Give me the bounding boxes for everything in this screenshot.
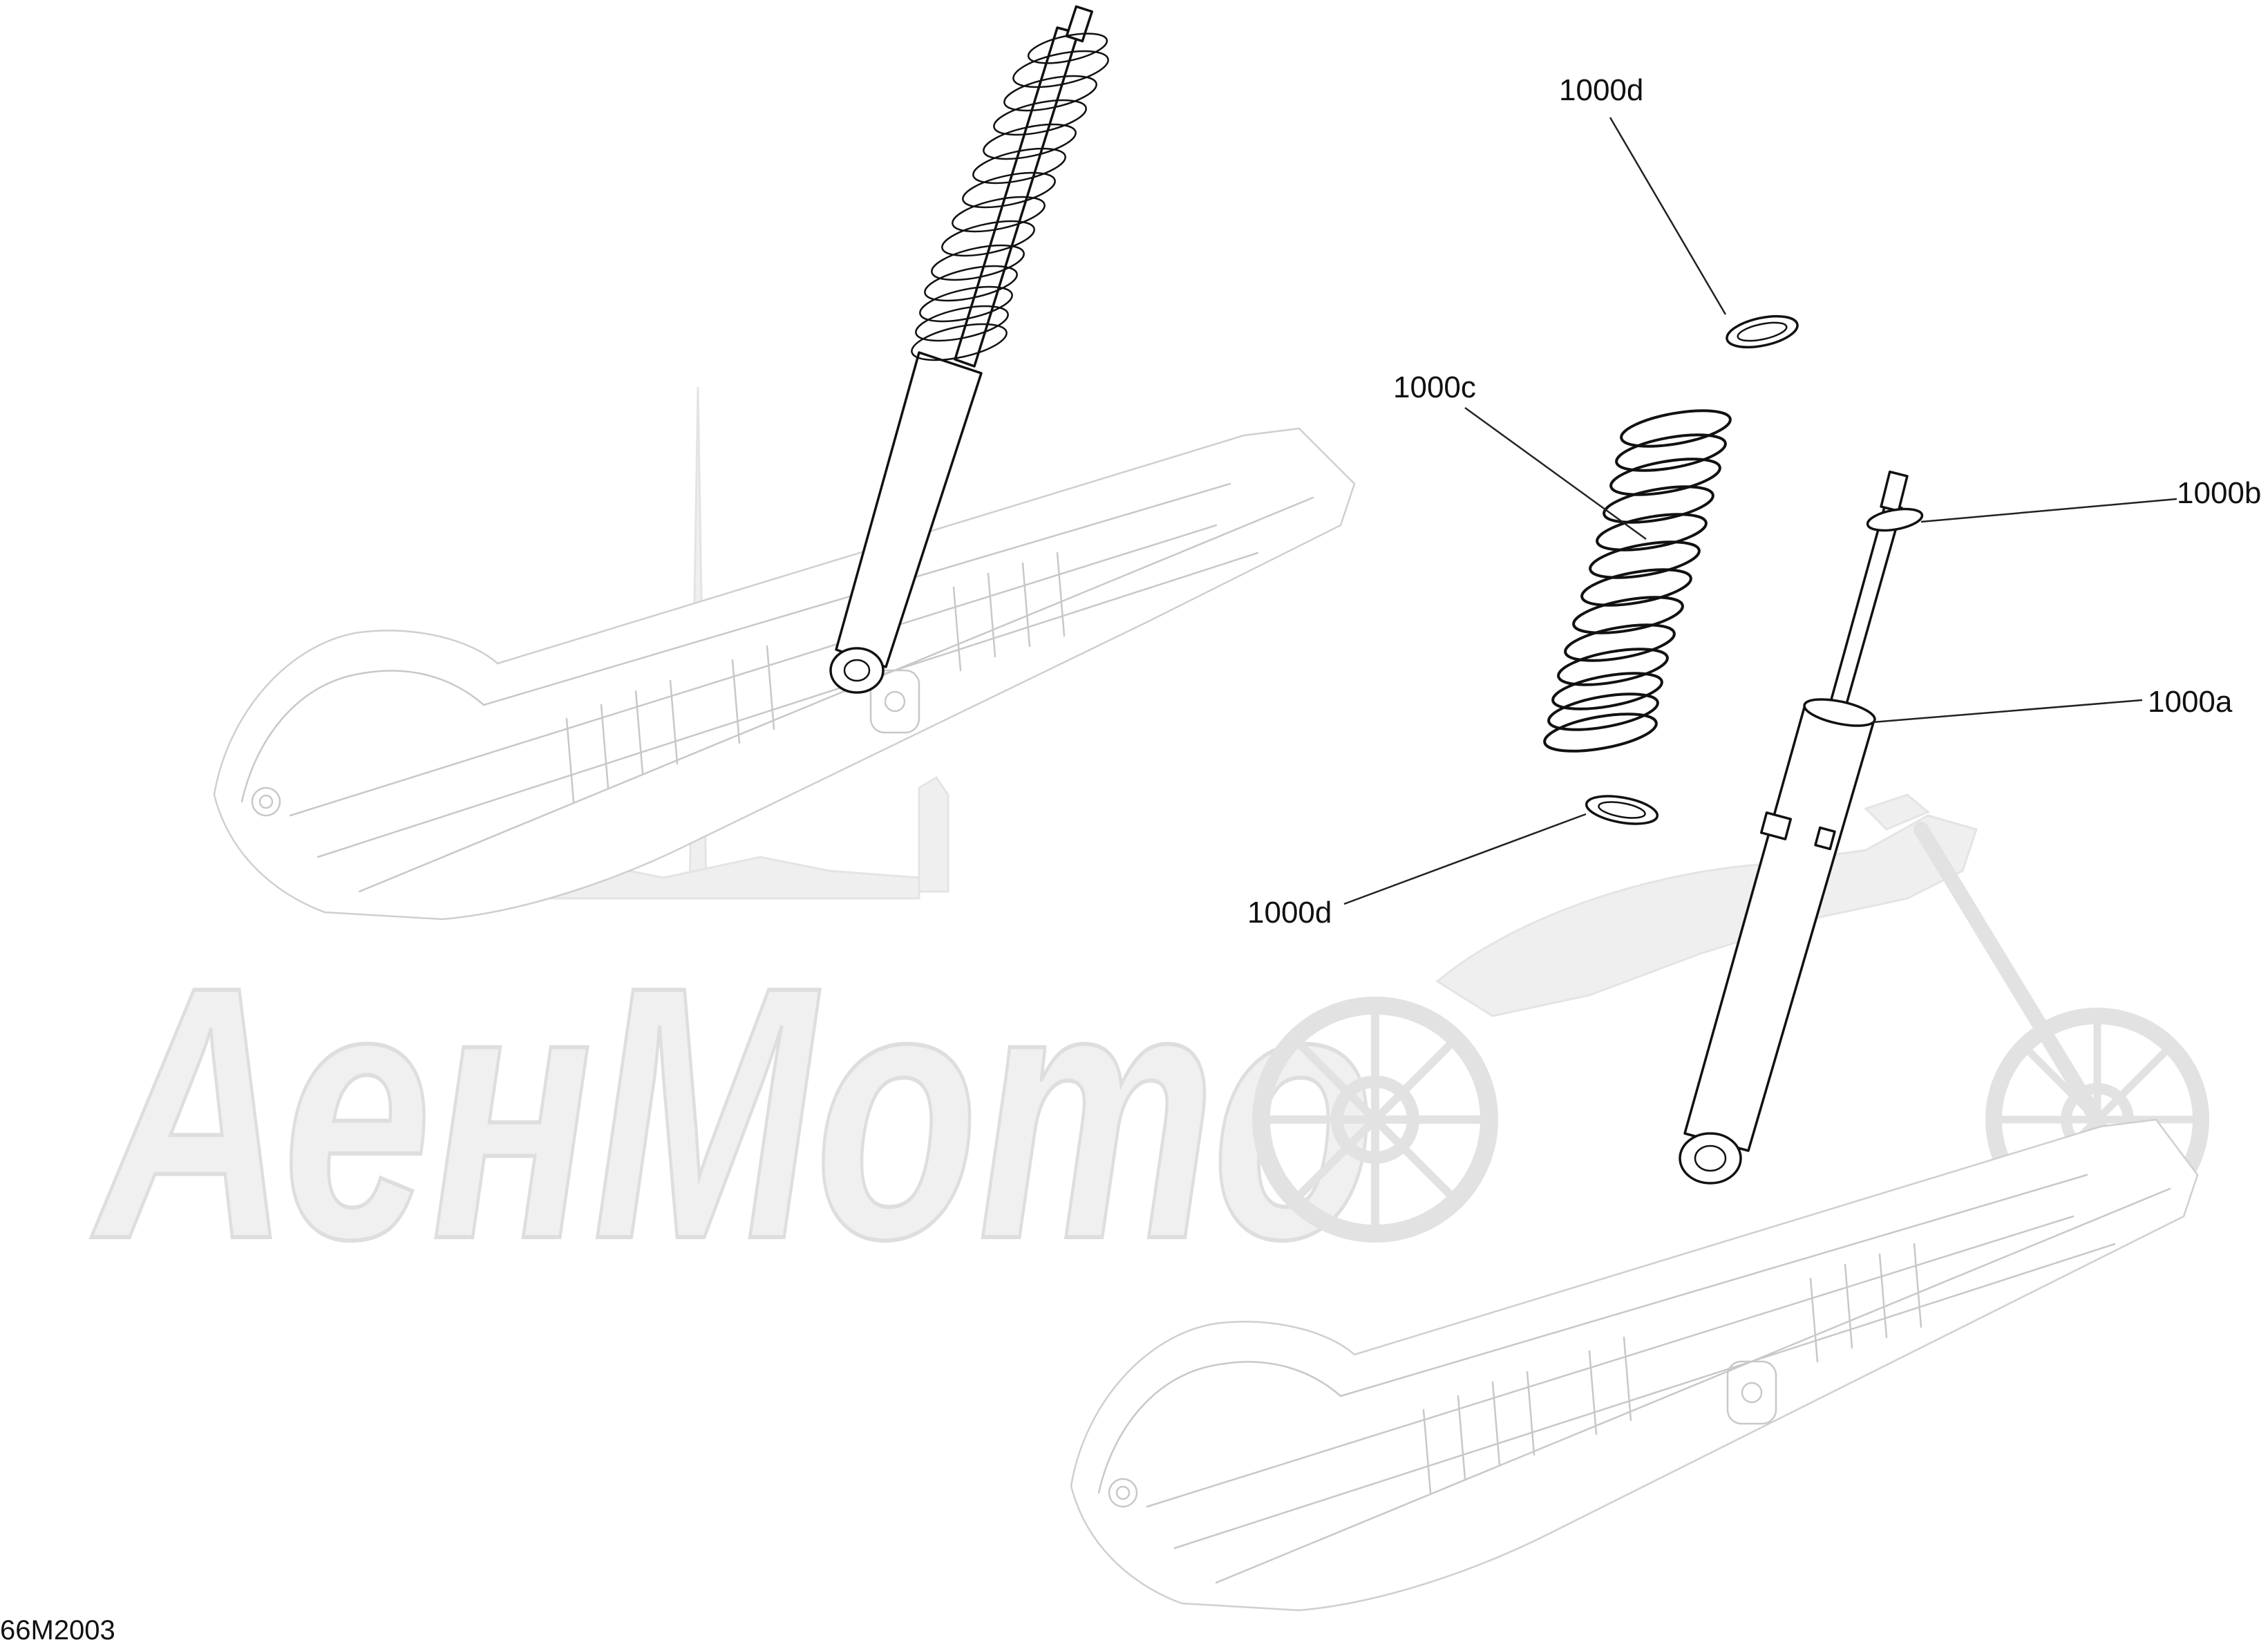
callout-1000b: 1000b	[2177, 476, 2261, 510]
watermark-wordmark: АенМото	[88, 912, 1375, 1314]
part-1000b-rod	[1826, 470, 1924, 720]
assembled-shock	[829, 5, 1109, 694]
diagram-code: 66M2003	[0, 1615, 115, 1646]
callout-1000c: 1000c	[1393, 370, 1476, 404]
right-ski-ghost	[1070, 1118, 2199, 1612]
part-1000d-bottom-washer	[1585, 795, 1659, 825]
callout-1000d-top: 1000d	[1559, 73, 1643, 107]
callout-1000d-bottom: 1000d	[1247, 896, 1332, 930]
left-ski-ghost	[213, 427, 1356, 921]
part-1000a-damper	[1679, 698, 1876, 1185]
callout-1000a: 1000a	[2148, 685, 2233, 719]
part-1000d-top-clip	[1726, 314, 1799, 349]
leader-lines	[1343, 117, 2177, 905]
part-1000c-spring	[1543, 409, 1732, 753]
